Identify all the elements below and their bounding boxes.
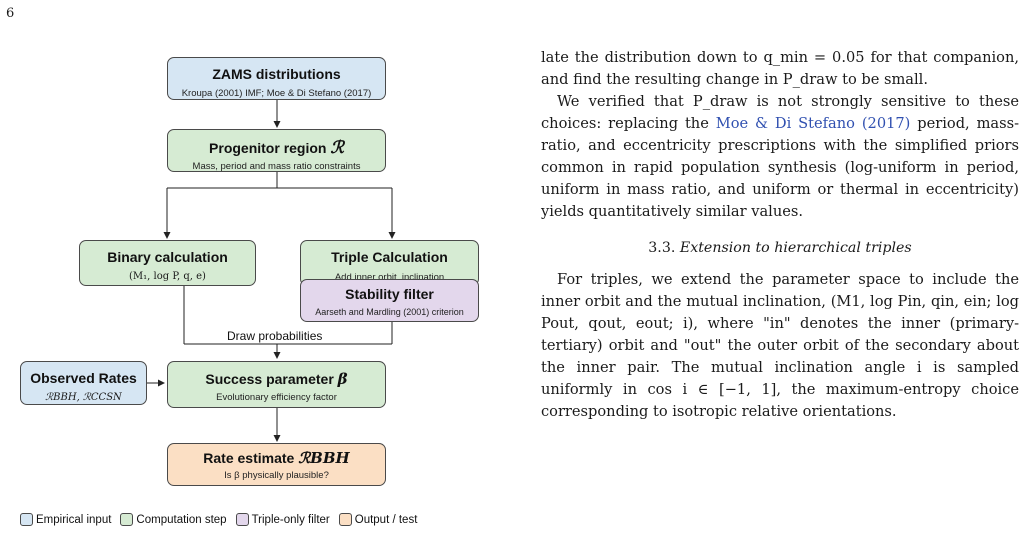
legend-label: Computation step	[136, 513, 227, 526]
citation-link[interactable]: Moe & Di Stefano (2017)	[715, 115, 911, 132]
binary-sub: (M₁, log P, q, e)	[129, 271, 206, 282]
progenitor-symbol: ℛ	[330, 138, 344, 158]
triple-box: Triple Calculation Add inner orbit, incl…	[300, 240, 479, 286]
progenitor-title: Progenitor region	[209, 140, 327, 156]
legend-item-computation: Computation step	[120, 513, 227, 526]
paragraph-3: For triples, we extend the parameter spa…	[541, 271, 1019, 420]
legend-label: Output / test	[354, 513, 418, 526]
paragraph-2: We verified that P_draw is not strongly …	[541, 91, 1019, 223]
stability-title: Stability filter	[345, 286, 434, 302]
draw-probabilities-label: Draw probabilities	[226, 329, 324, 343]
body-text: late the distribution down to q_min = 0.…	[541, 47, 1019, 423]
legend: Empirical input Computation step Triple-…	[20, 513, 426, 526]
stability-box-main: Stability filter Aarseth and Mardling (2…	[300, 279, 479, 322]
flowchart: ZAMS distributions Kroupa (2001) IMF; Mo…	[20, 57, 479, 526]
page-number: 6	[6, 6, 15, 21]
legend-swatch	[338, 513, 352, 526]
success-title: Success parameter	[205, 371, 334, 387]
legend-swatch	[120, 513, 134, 526]
paragraph-2-b: period, mass-ratio, and eccentricity pre…	[541, 115, 1020, 220]
legend-swatch	[235, 513, 249, 526]
rate-symbol: ℛBBH	[298, 449, 350, 467]
observed-box: Observed Rates ℛBBH, ℛCCSN	[20, 361, 147, 405]
rate-sub: Is β physically plausible?	[224, 470, 329, 481]
binary-box: Binary calculation (M₁, log P, q, e)	[79, 240, 256, 286]
triple-title: Triple Calculation	[331, 249, 448, 265]
success-box: Success parameter β Evolutionary efficie…	[167, 361, 386, 408]
legend-item-empirical: Empirical input	[20, 513, 111, 526]
zams-sub: Kroupa (2001) IMF; Moe & Di Stefano (201…	[181, 88, 372, 99]
rate-box: Rate estimate ℛBBH Is β physically plaus…	[167, 443, 386, 486]
legend-label: Empirical input	[36, 513, 112, 526]
legend-swatch	[20, 513, 33, 526]
section-heading: 3.3. Extension to hierarchical triples	[541, 237, 1019, 259]
binary-title: Binary calculation	[107, 249, 228, 265]
observed-sub: ℛBBH, ℛCCSN	[45, 392, 122, 403]
rate-title: Rate estimate	[203, 450, 295, 466]
paragraph-2-a: We verified that P_draw is not strongly …	[541, 93, 1019, 132]
paragraph-1: late the distribution down to q_min = 0.…	[541, 49, 1019, 88]
triple-sub: Add inner orbit, inclination	[334, 272, 445, 283]
success-sub: Evolutionary efficiency factor	[216, 392, 337, 403]
progenitor-box: Progenitor region ℛ Mass, period and mas…	[167, 129, 386, 172]
progenitor-sub: Mass, period and mass ratio constraints	[192, 161, 361, 172]
flow-connectors	[147, 99, 396, 442]
section-number: 3.3.	[648, 240, 676, 256]
section-title: Extension to hierarchical triples	[679, 240, 912, 256]
success-symbol: β	[337, 370, 348, 388]
zams-box: ZAMS distributions Kroupa (2001) IMF; Mo…	[167, 57, 386, 100]
observed-title: Observed Rates	[30, 370, 137, 386]
legend-item-triple: Triple-only filter	[235, 513, 330, 526]
stability-sub: Aarseth and Mardling (2001) criterion	[315, 307, 464, 317]
zams-title: ZAMS distributions	[212, 66, 341, 82]
legend-item-output: Output / test	[338, 513, 418, 526]
legend-label: Triple-only filter	[251, 513, 330, 526]
